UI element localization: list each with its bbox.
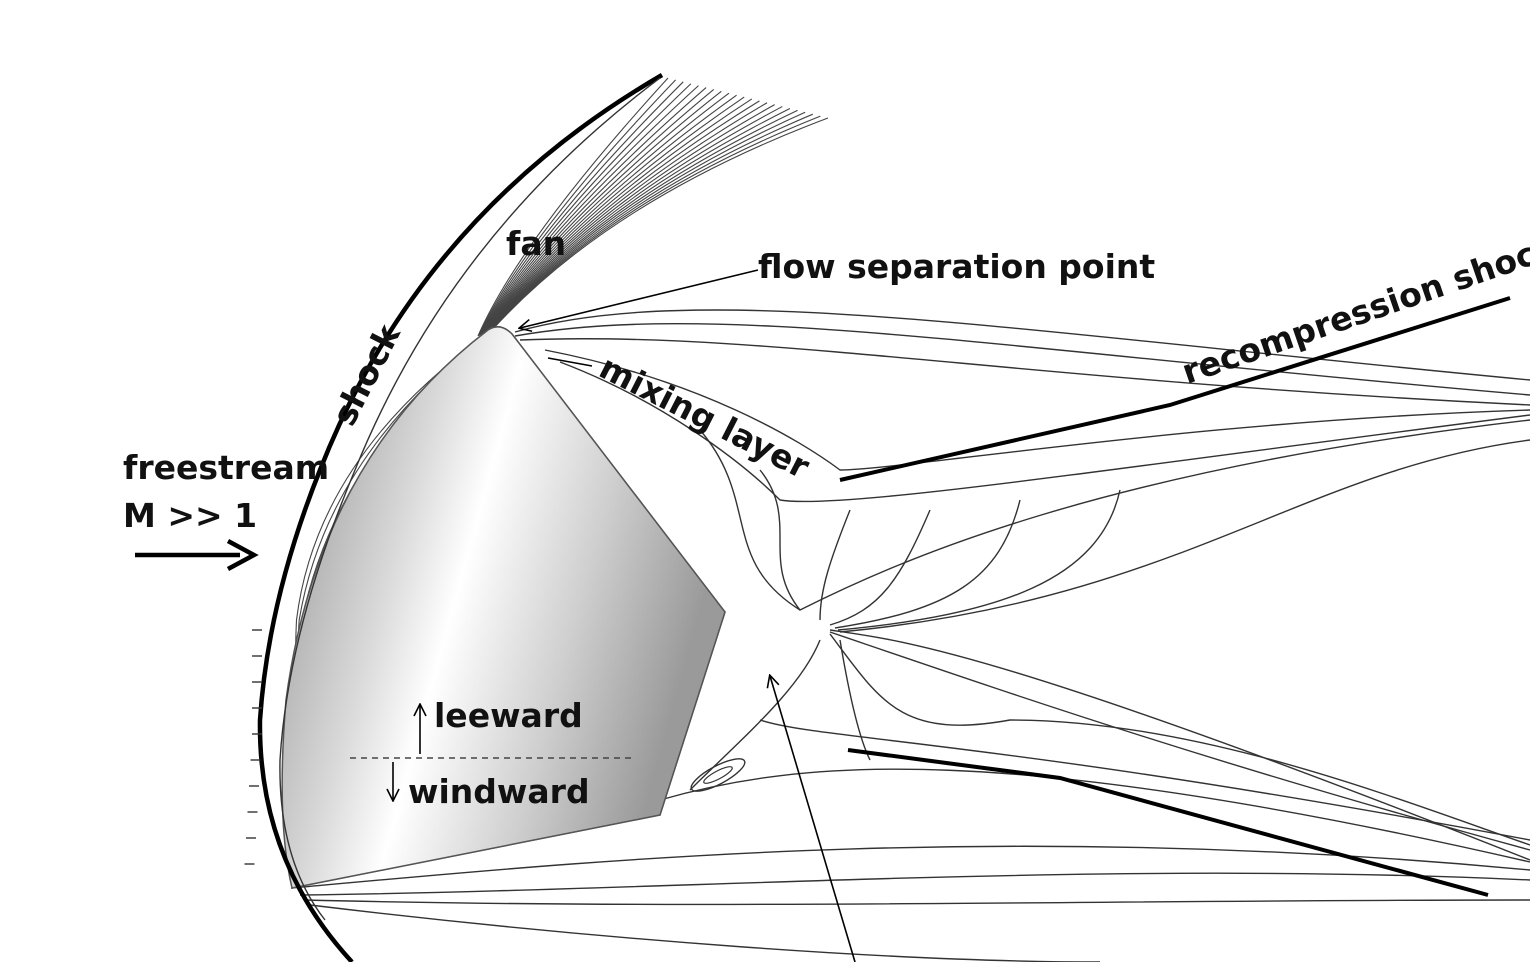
fan-line — [479, 83, 692, 336]
streamline — [514, 322, 1530, 396]
freestream-arrow-head — [226, 539, 259, 571]
fan-line — [480, 85, 699, 336]
fan-line — [486, 104, 775, 333]
streamline — [291, 845, 1530, 889]
fan-line — [491, 117, 829, 331]
fan-line — [477, 77, 669, 337]
streamline — [834, 499, 1021, 629]
fan-line — [478, 79, 677, 336]
streamline — [759, 719, 1530, 841]
fan-line — [484, 98, 753, 334]
fan-line — [488, 109, 798, 332]
fan-line — [482, 90, 722, 335]
fan-line — [480, 87, 707, 335]
streamline — [544, 349, 1530, 471]
recompression-shock-lower — [847, 748, 1489, 897]
streamline — [819, 509, 851, 621]
shock-layer-line — [279, 77, 661, 921]
fan-line — [482, 92, 730, 335]
label-flow-separation-point: flow separation point — [758, 247, 1155, 286]
recirculation-bubble-inner — [703, 766, 733, 784]
wake-leader — [770, 676, 856, 962]
label-fan: fan — [506, 224, 566, 263]
streamline — [829, 631, 1530, 851]
streamline — [829, 629, 1530, 861]
fan-line — [490, 113, 813, 331]
streamline — [759, 419, 1530, 611]
fan-line — [490, 115, 821, 331]
label-mach: M >> 1 — [123, 496, 257, 535]
streamline — [839, 439, 1530, 633]
mixing-layer-leader — [547, 357, 593, 367]
streamline — [299, 872, 1530, 896]
label-freestream: freestream — [123, 448, 329, 487]
streamline — [519, 337, 1530, 406]
streamline — [659, 768, 1530, 863]
streamline — [829, 509, 931, 626]
fan-line — [489, 111, 806, 332]
label-windward: windward — [408, 772, 590, 811]
capsule-body — [281, 326, 726, 889]
grid-tick-marks — [244, 629, 262, 865]
streamline — [559, 361, 1530, 503]
fan-line — [484, 96, 745, 334]
fan-line — [481, 89, 715, 335]
fan-line — [487, 106, 783, 333]
fan-line — [486, 102, 768, 333]
streamline — [837, 489, 1121, 631]
streamline — [699, 429, 801, 611]
fan-line — [485, 100, 760, 333]
streamline — [304, 899, 1530, 906]
flow-separation-leader — [520, 269, 759, 328]
label-mixing-layer: mixing layer — [593, 347, 816, 486]
fan-line — [488, 107, 791, 332]
streamline — [839, 639, 871, 761]
streamline — [829, 633, 1530, 846]
bow-shock — [257, 73, 664, 962]
streamline — [309, 904, 1101, 962]
fan-line — [483, 94, 737, 334]
capsule-heatshield — [281, 326, 726, 889]
recirculation-bubble — [690, 758, 746, 792]
fan-line — [478, 81, 684, 336]
label-leeward: leeward — [434, 696, 583, 735]
recompression-shock-upper — [839, 296, 1511, 482]
streamline — [689, 639, 821, 791]
